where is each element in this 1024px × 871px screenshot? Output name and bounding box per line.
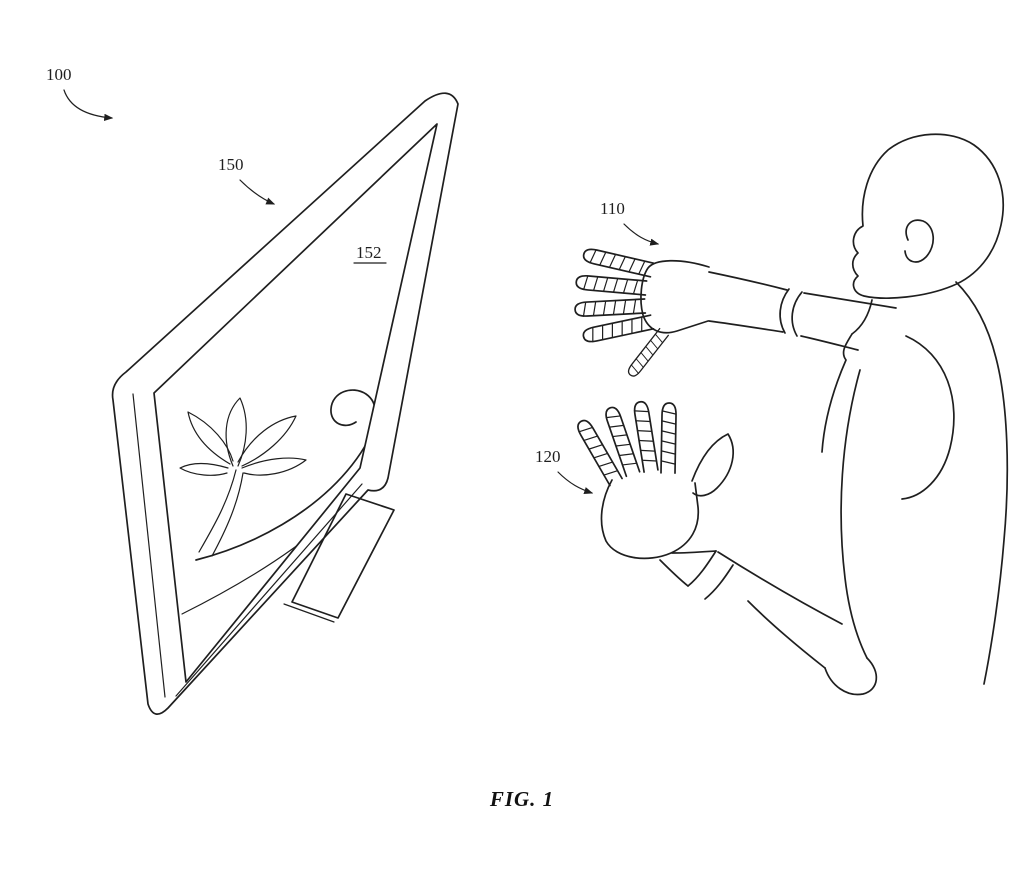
lower-glove-palm	[600, 479, 700, 560]
ref-label-100: 100	[46, 65, 72, 84]
far-arm-bottom	[800, 335, 859, 351]
artwork-leaf-petal-right	[241, 457, 307, 476]
person-ear	[904, 219, 934, 263]
near-arm	[659, 369, 878, 696]
person-back-line	[955, 281, 1009, 685]
near-arm-front	[840, 369, 868, 659]
monitor-outer-frame	[111, 92, 459, 715]
near-wrist-edges	[659, 550, 717, 587]
monitor-stand	[291, 493, 395, 619]
lower-glove-finger-2	[602, 404, 641, 478]
leader-arrow-110	[623, 223, 660, 246]
lower-glove-finger-1	[574, 417, 623, 487]
near-forearm-underside	[747, 600, 826, 669]
lower-glove-finger-4	[660, 402, 678, 474]
artwork-leaf-petal-upright	[237, 415, 297, 467]
shoulder-sleeve-seam	[901, 335, 955, 500]
near-wristband	[687, 550, 734, 600]
display-monitor	[111, 92, 459, 715]
leader-arrow-120	[557, 471, 594, 494]
ref-label-110: 110	[600, 199, 625, 218]
screen-artwork	[179, 389, 377, 615]
person-neck-front	[851, 299, 873, 335]
upper-glove-finger-1	[581, 246, 655, 278]
upper-glove-finger-4	[581, 314, 655, 345]
upper-glove-finger-2	[574, 274, 648, 296]
far-forearm	[708, 271, 788, 333]
monitor-stand-base	[283, 603, 335, 623]
person-torso-front	[821, 333, 853, 453]
artwork-leaf-petal-up	[225, 397, 247, 467]
ref-label-120: 120	[535, 447, 561, 466]
person	[573, 133, 1009, 696]
far-arm	[708, 271, 897, 351]
ref-label-152: 152	[356, 243, 382, 262]
upper-glove-palm	[640, 259, 710, 334]
monitor-bevel-bottom	[175, 483, 363, 697]
figure-caption: FIG. 1	[489, 787, 554, 811]
person-head	[851, 133, 1005, 299]
upper-glove	[573, 246, 710, 380]
reference-labels: 100 150 152 110 120	[46, 65, 660, 494]
near-elbow	[824, 657, 878, 696]
leader-arrow-150	[239, 179, 276, 205]
far-wristband	[779, 288, 803, 337]
upper-glove-thumb	[625, 327, 669, 380]
ref-label-150: 150	[218, 155, 244, 174]
lower-glove	[574, 399, 734, 560]
artwork-leaf-petal-upleft	[187, 411, 234, 465]
near-forearm-top	[717, 551, 843, 625]
monitor-bevel-left	[132, 393, 166, 698]
lower-glove-thumb	[691, 433, 734, 497]
monitor-screen-area	[153, 123, 438, 683]
leader-arrow-100	[63, 89, 114, 121]
upper-glove-finger-3	[573, 298, 647, 318]
artwork-stem	[198, 469, 244, 557]
artwork-leaf-petal-left	[179, 462, 229, 476]
artwork-ground-curve	[181, 511, 339, 615]
far-arm-top	[803, 292, 897, 309]
